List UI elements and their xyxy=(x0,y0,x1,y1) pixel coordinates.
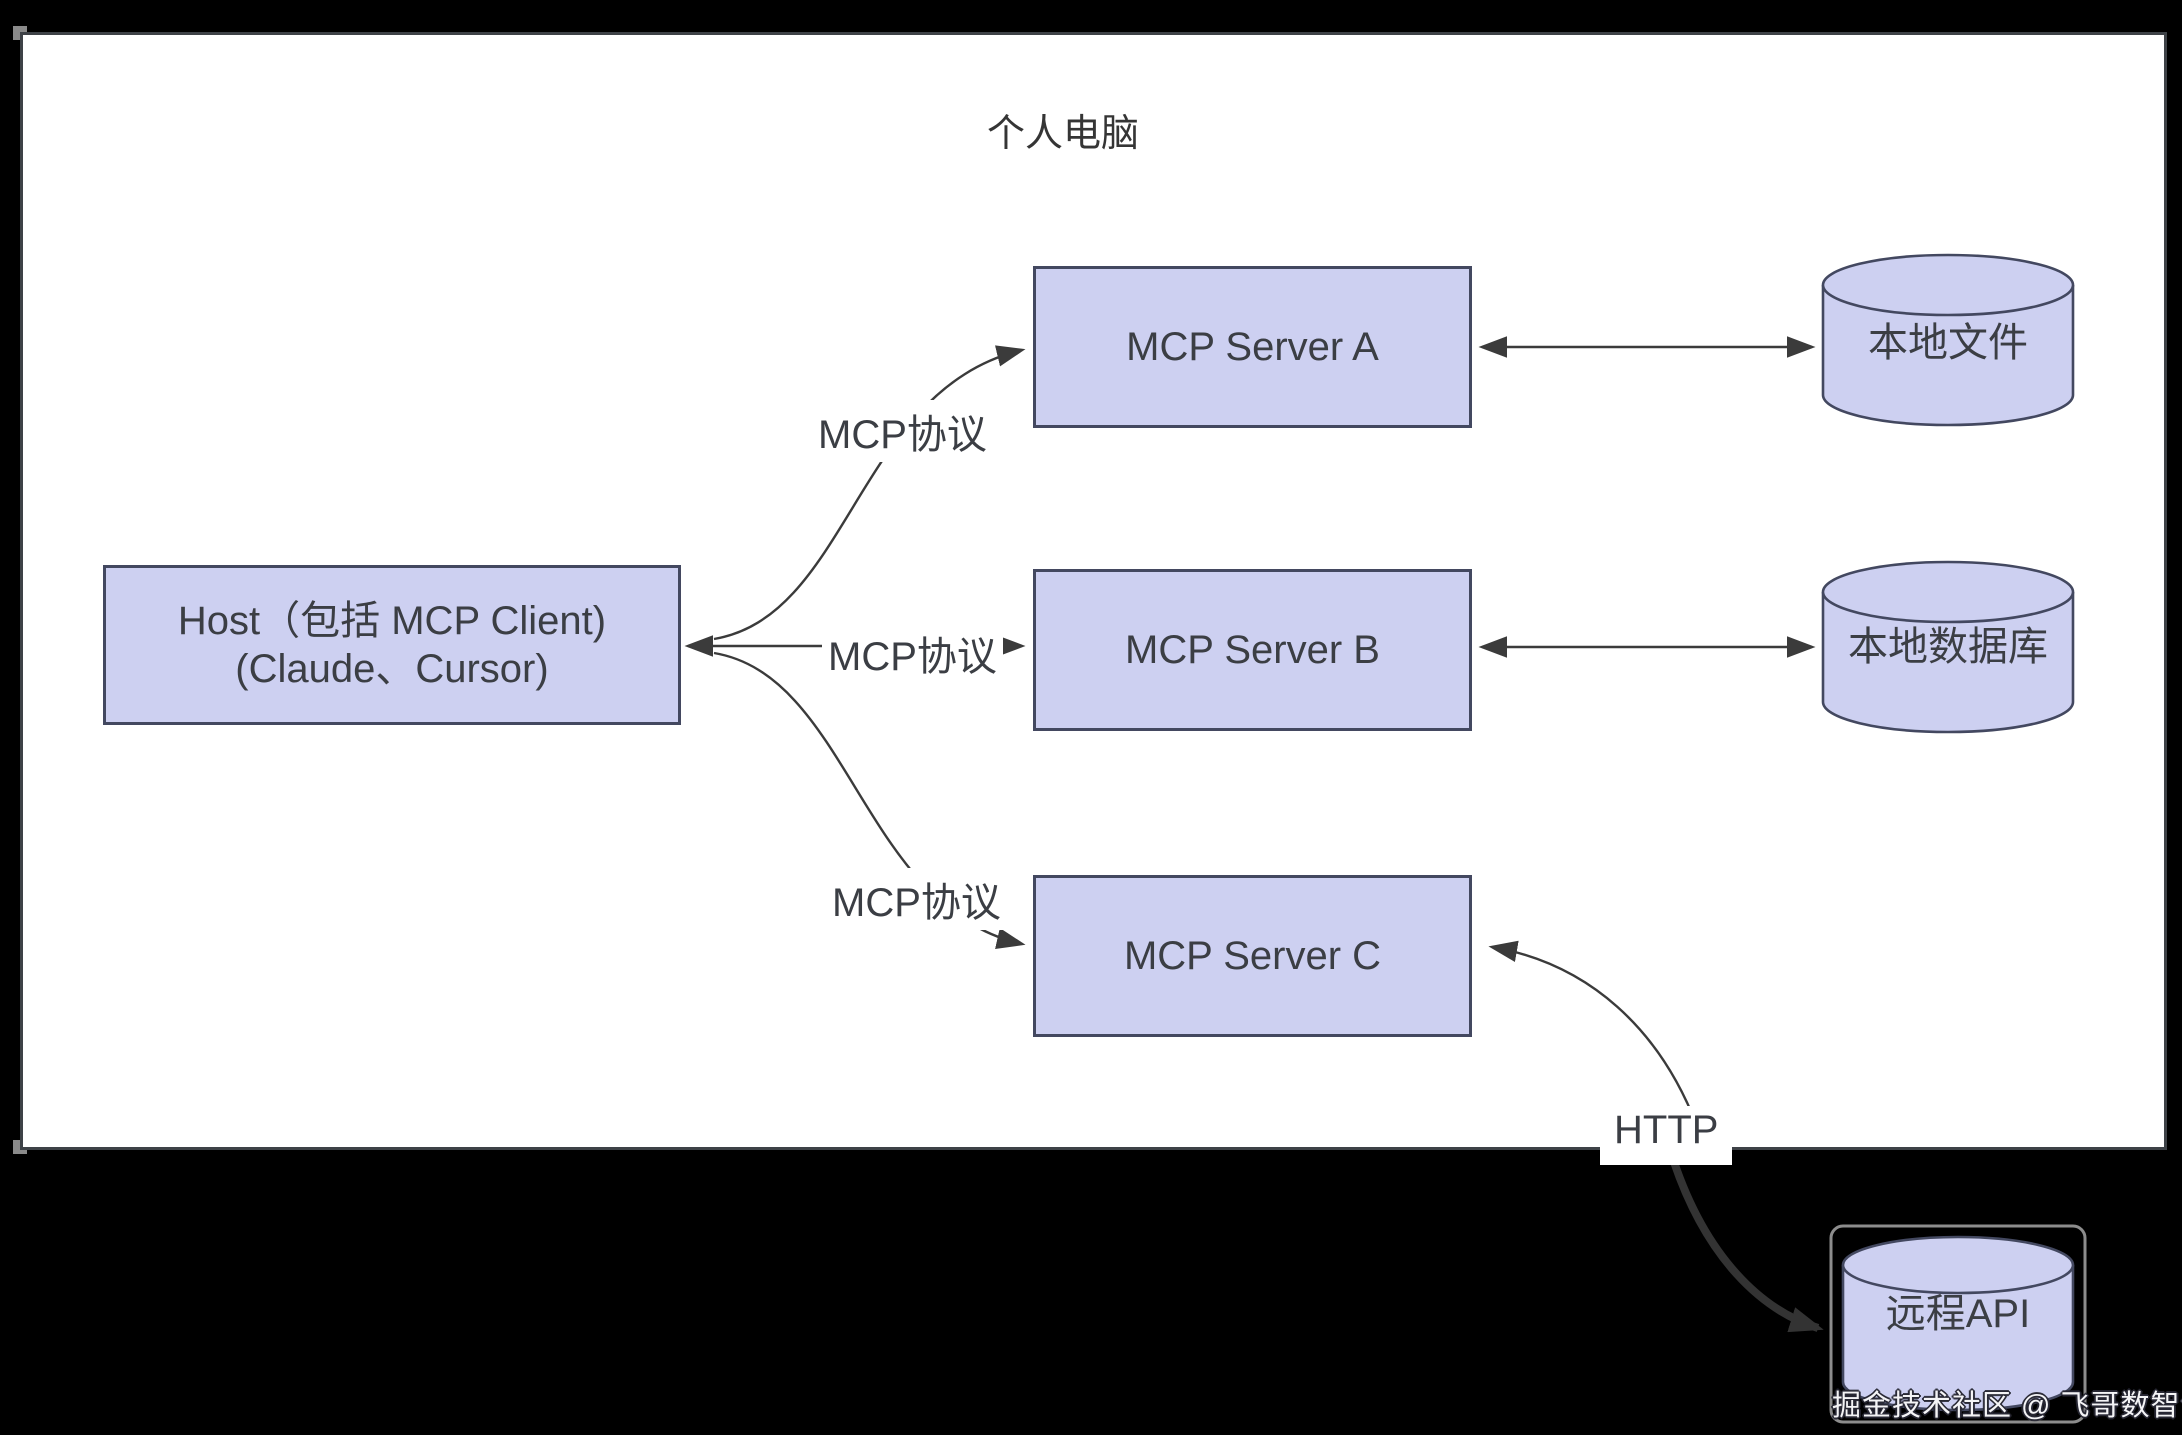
host-node: Host（包括 MCP Client) (Claude、Cursor) xyxy=(103,565,681,725)
mcp-server-b-label: MCP Server B xyxy=(1125,628,1380,672)
watermark-text: 掘金技术社区 @ 飞哥数智谈 xyxy=(1832,1390,2182,1422)
remote-api-label: 远程API xyxy=(1885,1292,2031,1336)
mcp-server-a-label: MCP Server A xyxy=(1126,325,1379,369)
mcp-server-c-node: MCP Server C xyxy=(1033,875,1472,1037)
local-files-label: 本地文件 xyxy=(1868,321,2028,365)
host-node-label-line2: (Claude、Cursor) xyxy=(235,647,549,691)
edge-http-remote-api xyxy=(1670,1160,1824,1333)
host-node-label-line1: Host（包括 MCP Client) xyxy=(177,599,607,643)
mcp-server-a-node: MCP Server A xyxy=(1033,266,1472,428)
edge-label-mcp-protocol-c: MCP协议 xyxy=(826,868,1007,930)
edge-label-http: HTTP xyxy=(1600,1106,1733,1165)
mcp-server-b-node: MCP Server B xyxy=(1033,569,1472,731)
edge-label-mcp-protocol-b: MCP协议 xyxy=(822,622,1003,684)
local-database-label: 本地数据库 xyxy=(1848,625,2048,669)
mcp-server-c-label: MCP Server C xyxy=(1123,934,1382,978)
diagram-title: 个人电脑 xyxy=(986,113,1139,155)
edge-label-mcp-protocol-a: MCP协议 xyxy=(812,400,993,462)
